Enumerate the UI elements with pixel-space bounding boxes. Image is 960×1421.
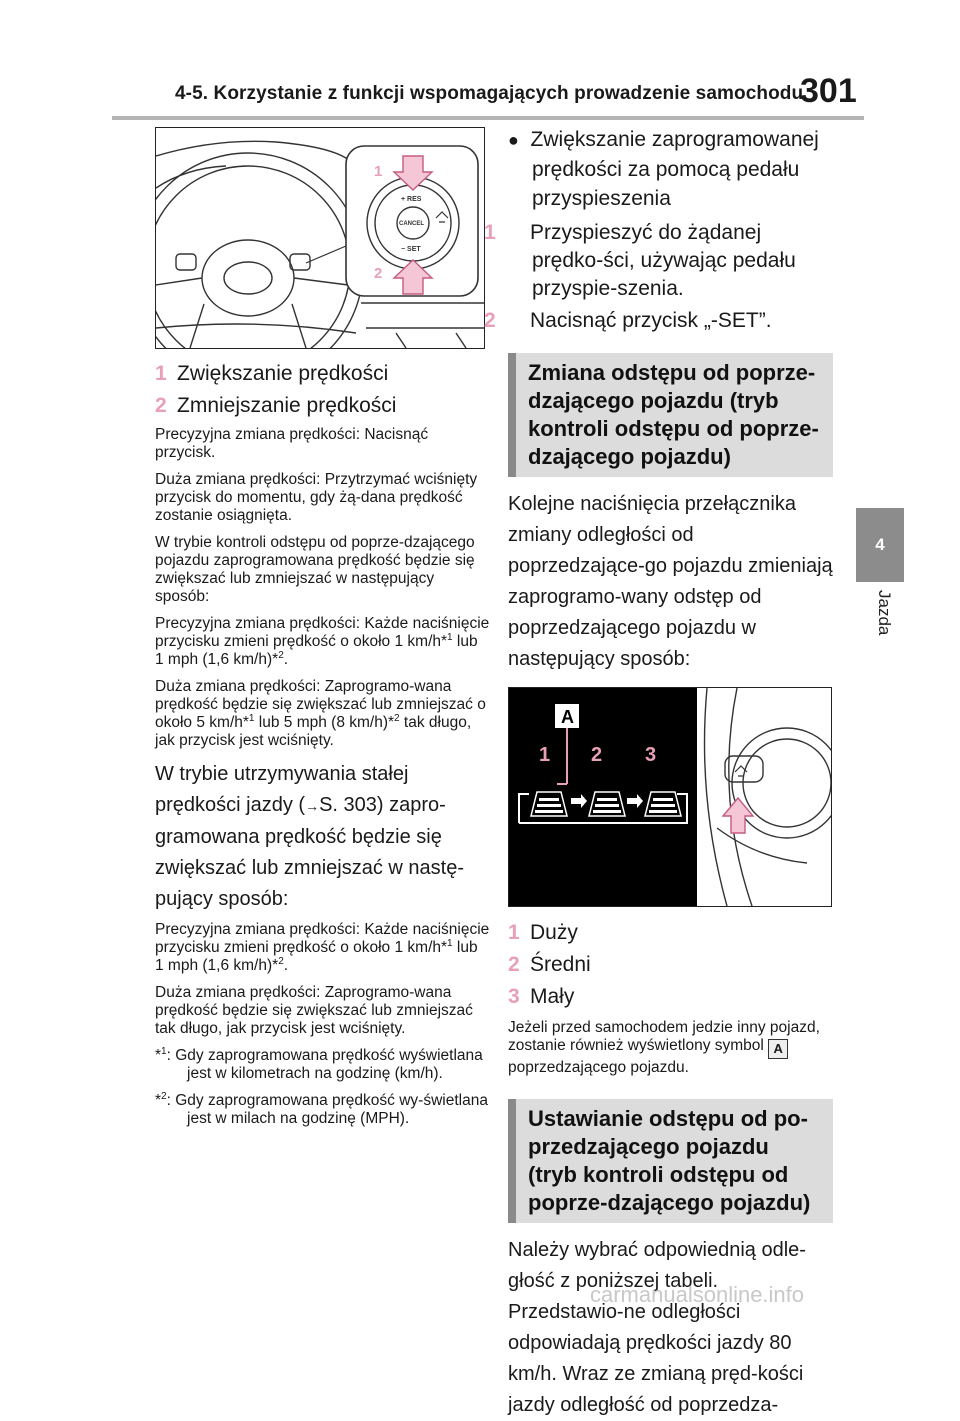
bullet-accelerator: ● Zwiększanie zaprogramowanej prędkości … bbox=[508, 128, 819, 210]
label-a-box bbox=[555, 704, 579, 728]
note-constant-large: Duża zmiana prędkości: Zaprogramo-wana p… bbox=[155, 984, 473, 1037]
callout-1: 1 bbox=[374, 163, 382, 180]
steering-wheel-figure: + RES CANCEL − SET 1 2 bbox=[155, 127, 485, 349]
arrow-up-icon bbox=[392, 259, 434, 295]
label-a-badge: A bbox=[768, 1039, 789, 1059]
steering-wheel-illustration: + RES CANCEL − SET 1 2 bbox=[156, 140, 484, 348]
watermark: carmanualsonline.info bbox=[590, 1282, 805, 1307]
note-large-change: Duża zmiana prędkości: Przytrzymać wciśn… bbox=[155, 471, 478, 524]
distance-switch-icon bbox=[734, 765, 748, 777]
distance-num-1: 1 bbox=[539, 744, 550, 766]
change-distance-body: Kolejne naciśnięcia przełącznika zmiany … bbox=[508, 493, 833, 670]
distance-figure: A 1 2 3 bbox=[508, 687, 832, 907]
footnote-1: *1: Gdy zaprogramowana prędkość wyświetl… bbox=[155, 1045, 483, 1082]
arrow-up-icon bbox=[721, 796, 755, 834]
note-constant-fine: Precyzyjna zmiana prędkości: Każde naciś… bbox=[155, 921, 490, 974]
distance-icon bbox=[435, 211, 449, 223]
distance-num-2: 2 bbox=[591, 744, 602, 766]
svg-text:− SET: − SET bbox=[401, 246, 421, 253]
note-fine-change: Precyzyjna zmiana prędkości: Nacisnąć pr… bbox=[155, 426, 429, 461]
section-change-distance: Zmiana odstępu od poprze-dzającego pojaz… bbox=[508, 353, 833, 477]
chapter-tab[interactable]: 4 bbox=[856, 508, 904, 582]
preceding-vehicle-note: Jeżeli przed samochodem jedzie inny poja… bbox=[508, 1019, 820, 1076]
note-distance-mode: W trybie kontroli odstępu od poprze-dzaj… bbox=[155, 534, 475, 605]
constant-speed-paragraph: W trybie utrzymywania stałej prędkości j… bbox=[155, 763, 464, 910]
header-title: 4-5. Korzystanie z funkcji wspomagającyc… bbox=[175, 83, 804, 104]
note-distance-fine: Precyzyjna zmiana prędkości: Każde naciś… bbox=[155, 615, 490, 668]
zoom-callout-frame bbox=[345, 145, 479, 297]
steering-button-illustration bbox=[703, 688, 831, 906]
svg-text:CANCEL: CANCEL bbox=[399, 221, 424, 227]
right-column: ● Zwiększanie zaprogramowanej prędkości … bbox=[484, 125, 833, 1421]
bullet-icon: ● bbox=[508, 130, 519, 150]
display-panel: A 1 2 3 bbox=[509, 688, 697, 906]
note-distance-large: Duża zmiana prędkości: Zaprogramo-wana p… bbox=[155, 678, 486, 749]
section-set-distance: Ustawianie odstępu od po-przedzającego p… bbox=[508, 1099, 833, 1223]
svg-text:+ RES: + RES bbox=[401, 196, 422, 203]
footnote-2: *2: Gdy zaprogramowana prędkość wy-świet… bbox=[155, 1090, 488, 1127]
set-distance-body: Należy wybrać odpowiednią odle-głość z p… bbox=[508, 1239, 806, 1416]
distance-num-3: 3 bbox=[645, 744, 656, 766]
chapter-label: Jazda bbox=[875, 590, 894, 636]
callout-2: 2 bbox=[374, 265, 382, 282]
arrow-down-icon bbox=[392, 155, 434, 191]
page-number: 301 bbox=[800, 72, 857, 110]
header-rule bbox=[112, 116, 864, 120]
distance-display-illustration: A 1 2 3 bbox=[518, 704, 688, 824]
label-a: A bbox=[561, 707, 574, 727]
